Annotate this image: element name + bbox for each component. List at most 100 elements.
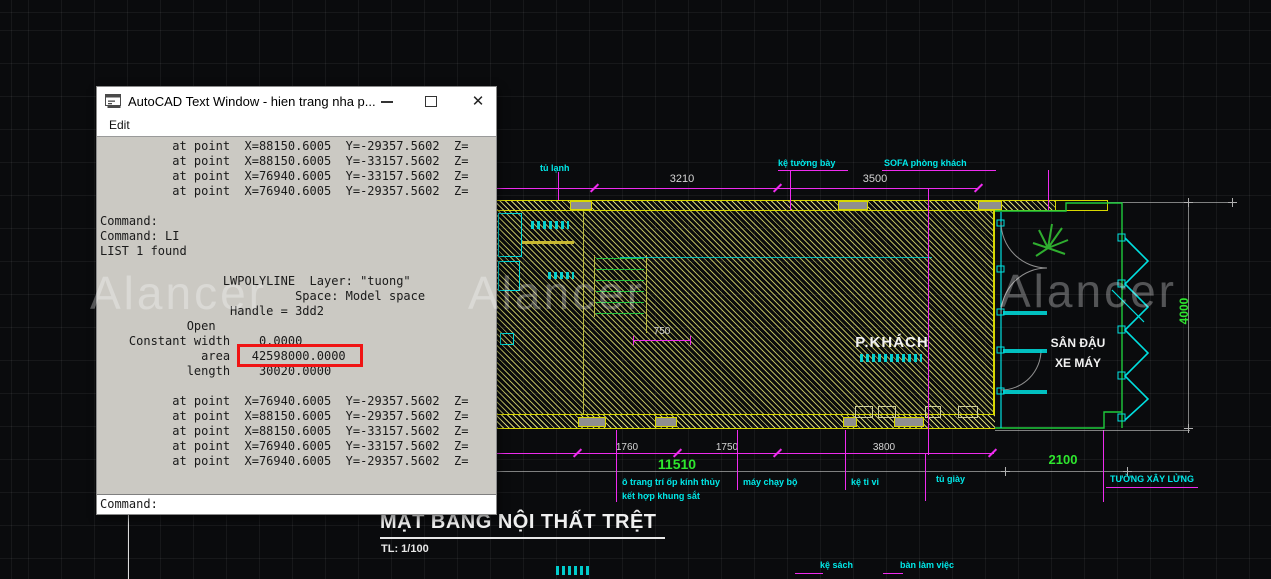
column-block [978, 201, 1002, 210]
label-may-chay-bo: máy chạy bộ [743, 477, 798, 487]
dim-line-overall [497, 471, 1190, 472]
dim-2100: 2100 [1048, 452, 1078, 467]
small-cyan-note [548, 272, 574, 279]
title-bar[interactable]: AutoCAD Text Window - hien trang nha p..… [97, 87, 496, 115]
label-ke-tuong-bay: kệ tường bày [778, 158, 836, 168]
furniture-outline [855, 406, 873, 418]
drawing-scale: TL: 1/100 [381, 543, 429, 555]
drawing-title: MẶT BẰNG NỘI THẤT TRỆT [380, 511, 665, 539]
small-cyan-note [556, 566, 592, 575]
room-label-yard-1: SÂN ĐẬU [1050, 336, 1106, 350]
yard-boundary [995, 202, 1123, 429]
dim-bottom-3800: 3800 [872, 442, 896, 453]
dim-ext [633, 336, 634, 345]
room-label-living: P.KHÁCH [855, 334, 929, 351]
small-cyan-note [860, 354, 922, 362]
label-tuong-xay-lung: TƯỜNG XÂY LỬNG [1110, 474, 1194, 484]
room-label-yard-2: XE MÁY [1054, 356, 1101, 370]
floor-hatch-living [497, 211, 995, 414]
minimize-icon [381, 101, 393, 103]
column-block [570, 201, 592, 210]
column-block [578, 417, 606, 427]
guide-line-cyan [620, 257, 932, 258]
construction-line [1108, 202, 1232, 203]
label-ke-sach: kệ sách [820, 560, 854, 570]
accordion-gate [1111, 233, 1150, 422]
stair-wall-line [583, 211, 584, 414]
label-o-trang-tri-1: ô trang trí ốp kính thủy [622, 477, 720, 487]
text-window-output[interactable]: at point X=88150.6005 Y=-29357.5602 Z= a… [97, 136, 496, 494]
dim-top-3210: 3210 [669, 173, 695, 185]
command-input-line[interactable]: Command: [97, 494, 496, 514]
wall-band-top-extension [1055, 200, 1108, 211]
label-ban-lam-viec: bàn làm việc [900, 560, 955, 570]
dim-marker [1001, 467, 1010, 476]
leader-line [795, 573, 823, 574]
dim-line-right [1188, 200, 1189, 430]
fixture-outline [500, 333, 514, 345]
watermark: Alancer [1000, 265, 1177, 317]
stair-step [596, 258, 644, 259]
label-ke-ti-vi: kệ ti vi [851, 477, 880, 487]
close-button[interactable]: ✕ [471, 93, 485, 110]
label-underline [1106, 487, 1198, 488]
small-cyan-note [531, 221, 569, 229]
leader-line [1048, 170, 1049, 211]
stair-step [596, 313, 644, 314]
column-block [838, 201, 868, 210]
autocad-text-window: AutoCAD Text Window - hien trang nha p..… [96, 86, 497, 515]
label-underline [882, 170, 996, 171]
window-title: AutoCAD Text Window - hien trang nha p..… [128, 94, 376, 109]
wall-band-top [497, 200, 1055, 211]
area-highlight-box [237, 344, 363, 367]
kitchen-counter-line [522, 241, 574, 244]
fixture-outline [498, 213, 522, 257]
minimize-button[interactable] [372, 87, 402, 115]
label-underline [778, 170, 848, 171]
text-window-icon [105, 94, 121, 108]
furniture-outline [878, 406, 896, 418]
furniture-outline [958, 406, 978, 418]
watermark: Alancer [90, 267, 267, 319]
leader-line [845, 430, 846, 490]
maximize-button[interactable] [417, 87, 447, 115]
construction-line [995, 430, 1190, 431]
construction-line [128, 515, 129, 579]
dim-ext [690, 336, 691, 345]
dim-line [633, 340, 691, 341]
column-block [655, 417, 677, 427]
leader-line [1103, 430, 1104, 502]
stair-step [596, 302, 644, 303]
menu-edit[interactable]: Edit [109, 118, 130, 132]
stair-wall-line [594, 255, 595, 317]
label-tu-lanh: tủ lạnh [540, 163, 570, 173]
dim-marker [1228, 198, 1237, 207]
leader-line [558, 172, 559, 200]
stair-step [596, 280, 644, 281]
yard-doors [996, 212, 1048, 428]
fixture-outline [498, 261, 520, 291]
column-block [894, 417, 924, 427]
leader-line [925, 453, 926, 501]
leader-line [737, 430, 738, 490]
column-block [843, 417, 857, 427]
leader-line [883, 573, 903, 574]
plant-icon [1032, 223, 1069, 257]
stair-wall-line [646, 255, 647, 333]
furniture-outline [925, 406, 941, 418]
dim-inner-750: 750 [653, 326, 671, 337]
stair-step [596, 269, 644, 270]
dim-line-bottom [497, 453, 994, 454]
maximize-icon [425, 96, 437, 107]
dim-line-top [497, 188, 978, 189]
leader-line [616, 430, 617, 502]
menu-bar: Edit [97, 115, 496, 136]
watermark: Alancer [468, 267, 645, 319]
leader-line [928, 188, 929, 455]
dim-bottom-1750: 1750 [715, 442, 739, 453]
dim-marker [1184, 198, 1193, 207]
dim-top-3500: 3500 [862, 173, 888, 185]
stair-step [596, 291, 644, 292]
